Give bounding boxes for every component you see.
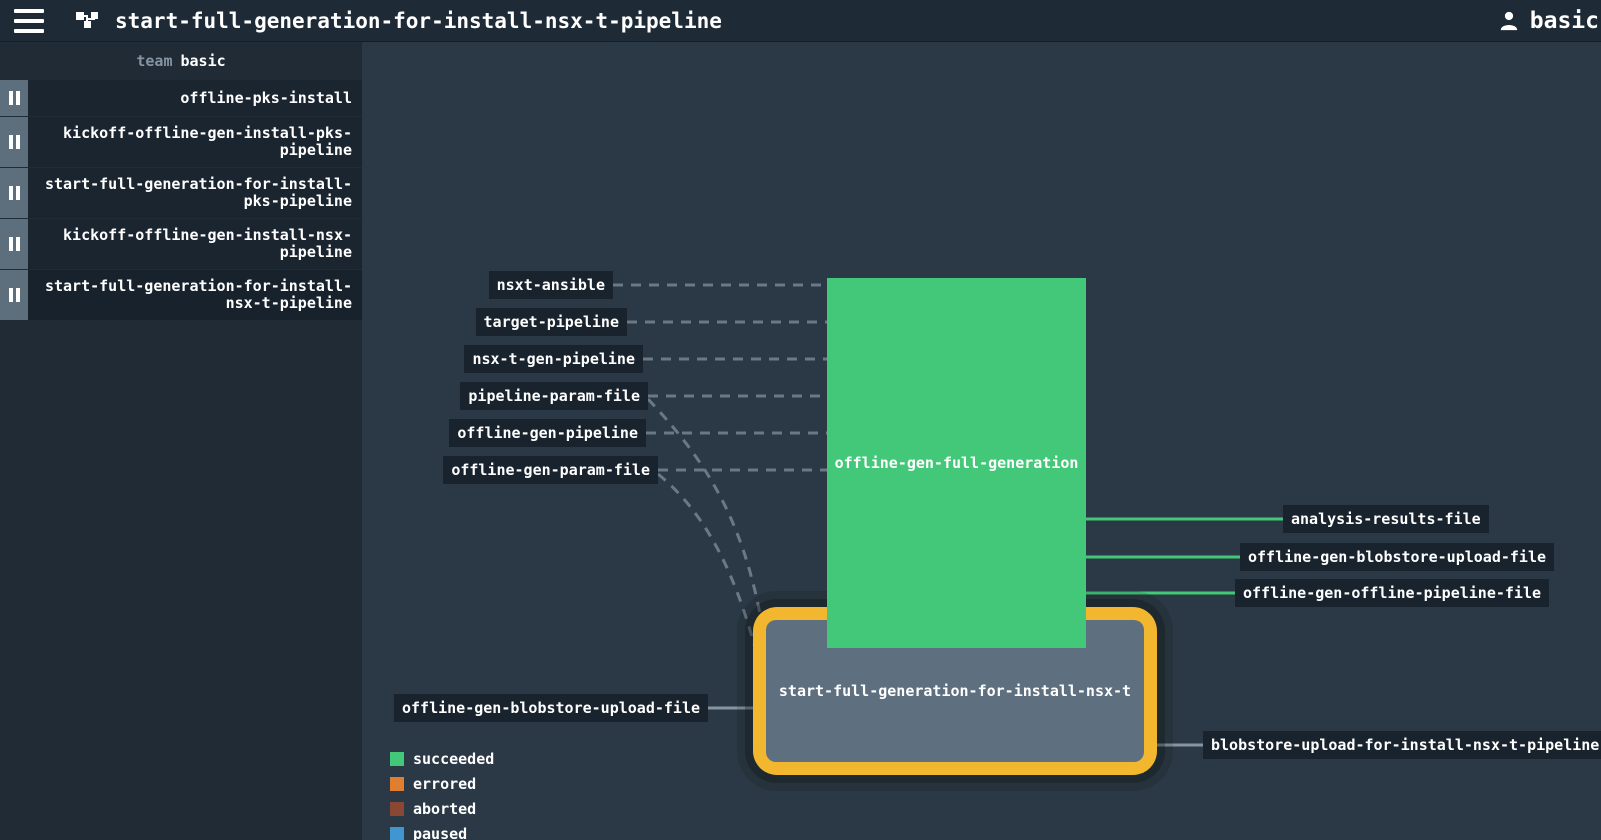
top-bar: start-full-generation-for-install-nsx-t-… (0, 0, 1601, 42)
sidebar-item-start-full-generation-for-install-pks-pipeline[interactable]: start-full-generation-for-install- pks-p… (0, 168, 362, 218)
pause-pipeline-button[interactable] (0, 117, 28, 167)
resource-pipeline-param-file[interactable]: pipeline-param-file (460, 382, 648, 410)
pipeline-graph: nsxt-ansible target-pipeline nsx-t-gen-p… (362, 42, 1601, 840)
user-name: basic (1529, 7, 1599, 34)
sidebar-item-offline-pks-install[interactable]: offline-pks-install (0, 80, 362, 116)
sidebar-item-kickoff-offline-gen-install-nsx-pipeline[interactable]: kickoff-offline-gen-install-nsx- pipelin… (0, 219, 362, 269)
resource-offline-gen-offline-pipeline-file[interactable]: offline-gen-offline-pipeline-file (1235, 579, 1550, 607)
resource-offline-gen-pipeline[interactable]: offline-gen-pipeline (449, 419, 646, 447)
legend-label: succeeded (413, 750, 495, 768)
pipeline-name[interactable]: start-full-generation-for-install- nsx-t… (44, 277, 352, 312)
legend-item-errored: errored (390, 775, 494, 793)
user-icon (1500, 11, 1517, 30)
aborted-swatch (390, 802, 404, 816)
team-header: team basic (0, 42, 362, 80)
resource-offline-gen-blobstore-upload-file-input[interactable]: offline-gen-blobstore-upload-file (393, 694, 708, 722)
resource-offline-gen-param-file[interactable]: offline-gen-param-file (443, 456, 658, 484)
resource-nsx-t-gen-pipeline[interactable]: nsx-t-gen-pipeline (464, 345, 643, 373)
job-offline-gen-full-generation[interactable]: offline-gen-full-generation (827, 278, 1086, 648)
team-name: basic (180, 52, 226, 70)
succeeded-swatch (390, 752, 404, 766)
hamburger-menu-icon[interactable] (14, 8, 44, 33)
errored-swatch (390, 777, 404, 791)
sidebar-item-kickoff-offline-gen-install-pks-pipeline[interactable]: kickoff-offline-gen-install-pks- pipelin… (0, 117, 362, 167)
resource-offline-gen-blobstore-upload-file[interactable]: offline-gen-blobstore-upload-file (1240, 543, 1555, 571)
sidebar-pipeline-list: team basic offline-pks-install kickoff-o… (0, 42, 362, 840)
edge-curve-offline-gen-param-file-to-bottom-job (657, 472, 762, 668)
pipeline-name[interactable]: kickoff-offline-gen-install-nsx- pipelin… (63, 226, 352, 261)
pipeline-graph-edges (613, 283, 1283, 747)
legend-label: errored (413, 775, 477, 793)
pause-pipeline-button[interactable] (0, 80, 28, 116)
legend-label: paused (413, 825, 468, 840)
status-legend: succeeded errored aborted paused (390, 752, 494, 840)
pipeline-name[interactable]: start-full-generation-for-install- pks-p… (44, 175, 352, 210)
pause-pipeline-button[interactable] (0, 219, 28, 269)
pipeline-icon (76, 11, 98, 28)
pause-pipeline-button[interactable] (0, 168, 28, 218)
legend-item-aborted: aborted (390, 800, 494, 818)
resource-analysis-results-file[interactable]: analysis-results-file (1283, 505, 1489, 533)
sidebar-item-start-full-generation-for-install-nsx-t-pipeline[interactable]: start-full-generation-for-install- nsx-t… (0, 270, 362, 320)
legend-label: aborted (413, 800, 477, 818)
pipeline-name[interactable]: kickoff-offline-gen-install-pks- pipelin… (63, 124, 352, 159)
paused-swatch (390, 827, 404, 840)
page-title: start-full-generation-for-install-nsx-t-… (115, 8, 722, 33)
resource-target-pipeline[interactable]: target-pipeline (475, 308, 627, 336)
user-menu[interactable]: basic (1498, 8, 1599, 34)
pause-pipeline-button[interactable] (0, 270, 28, 320)
team-label: team (136, 52, 173, 70)
legend-item-succeeded: succeeded (390, 750, 495, 768)
legend-item-paused: paused (390, 827, 494, 840)
resource-nsxt-ansible[interactable]: nsxt-ansible (488, 271, 613, 299)
pipeline-name[interactable]: offline-pks-install (180, 88, 352, 107)
edge-curve-pipeline-param-file-to-bottom-job (646, 397, 765, 631)
resource-blobstore-upload-for-install-nsx-t-pipeline[interactable]: blobstore-upload-for-install-nsx-t-pipel… (1203, 731, 1601, 759)
